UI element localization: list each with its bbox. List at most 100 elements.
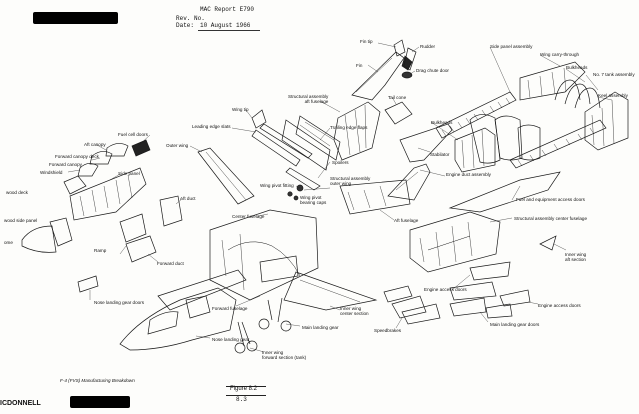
main-landing-gear-drawing	[258, 297, 292, 332]
label-keel-assembly: Keel assembly	[598, 93, 628, 98]
label-side-panel-assembly: Side panel assembly	[490, 44, 533, 49]
date-underline	[198, 30, 260, 31]
date-value: 10 August 1966	[200, 22, 251, 29]
aft-fuselage-drawing	[339, 179, 411, 215]
label-leading-edge-slats: Leading edge slats	[192, 124, 231, 129]
label-fuel-cell-doors: Fuel cell doors	[118, 132, 148, 137]
label-aft-duct: Aft duct	[180, 196, 196, 201]
wing-carry-through-drawing	[519, 61, 586, 101]
label-engine-access-doors-1: Engine access doors	[424, 287, 467, 292]
label-fin-tip: Fin tip	[360, 39, 373, 44]
label-speedbrakes: Speedbrakes	[374, 328, 402, 333]
label-aft-fuselage: Aft fuselage	[394, 218, 419, 223]
figure-number: Figure 8.2	[230, 386, 258, 392]
label-wing-carry-through: Wing carry-through	[540, 52, 580, 57]
label-center-fuselage: Center fuselage	[232, 214, 265, 219]
wood-side-panel-drawing	[49, 217, 73, 247]
redaction-mark-header	[33, 12, 118, 24]
rev-label: Rev. No.	[176, 15, 205, 22]
label-windshield: Windshield	[40, 170, 63, 175]
engine-duct-drawing	[387, 163, 431, 201]
label-nose-landing-gear: Nose landing gear	[212, 337, 250, 342]
label-side-panel: Side panel	[118, 171, 140, 176]
forward-fuselage-drawing	[119, 287, 237, 351]
forward-duct-drawing	[125, 235, 157, 263]
company-name-fragment: ICDONNELL	[0, 400, 41, 407]
inner-wing-center-drawing	[283, 271, 378, 311]
aft-fuselage-structure-drawing	[333, 101, 381, 161]
drag-chute-door-drawing	[401, 71, 413, 79]
label-fin: Fin	[356, 63, 363, 68]
label-engine-access-doors-2: Engine access doors	[538, 303, 581, 308]
leader-lines	[67, 42, 613, 353]
figure-caption: F-4 (FVS) Manufacturing Breakdown	[60, 378, 135, 383]
redaction-mark-footer	[70, 396, 130, 408]
label-struct-center-fuselage: Structural assembly center fuselage	[514, 216, 588, 221]
spoilers-drawing	[285, 167, 321, 191]
nose-radome-drawing	[21, 225, 57, 253]
label-no7-tank: No. 7 tank assembly	[593, 72, 635, 77]
tail-cone-drawing	[384, 101, 413, 125]
inner-wing-forward-drawing	[157, 269, 247, 311]
bulkheads-mid-drawing	[454, 114, 541, 173]
page-number: 8.3	[236, 396, 247, 403]
label-wing-pivot-bearing-caps: Wing pivot bearing caps	[300, 195, 327, 205]
label-rudder: Rudder	[420, 44, 436, 49]
wing-tip-drawing	[251, 109, 267, 129]
report-number: MAC Report E790	[200, 6, 255, 13]
ramp-drawing	[119, 213, 147, 243]
label-nose-landing-gear-doors: Nose landing gear doors	[94, 300, 145, 305]
figure-number-box	[226, 386, 266, 396]
main-landing-gear-doors-drawing	[449, 297, 513, 319]
label-main-landing-gear: Main landing gear	[302, 325, 339, 330]
label-wood-side-panel: wood side panel	[4, 218, 38, 223]
nose-landing-gear-drawing	[234, 321, 258, 354]
canopy-drawing	[63, 139, 151, 195]
label-aft-canopy: Aft canopy	[84, 142, 106, 147]
label-struct-outer-wing: Structural assembly outer wing	[330, 176, 371, 186]
outer-wing-drawing	[197, 147, 255, 205]
label-wood-deck: wood deck	[6, 190, 28, 195]
date-label: Date:	[176, 22, 195, 29]
label-ome: ome	[4, 240, 13, 245]
label-main-landing-gear-doors: Main landing gear doors	[490, 322, 540, 327]
label-ramp: Ramp	[94, 248, 107, 253]
center-fuselage-drawing	[209, 209, 319, 301]
trailing-edge-flaps-drawing	[281, 115, 341, 171]
aft-duct-drawing	[159, 195, 183, 227]
label-inner-wing-center: Inner wing center section	[340, 306, 369, 316]
label-forward-canopy-deck: Forward canopy deck	[55, 154, 99, 159]
inner-wing-aft-drawing	[539, 235, 557, 251]
label-forward-duct: Forward duct	[157, 261, 184, 266]
label-struct-aft-fuselage: Structural assembly aft fuselage	[288, 94, 329, 104]
engine-access-doors-drawing	[449, 261, 531, 307]
stabilator-drawing	[399, 123, 453, 163]
keel-assembly-drawing	[584, 91, 629, 151]
label-inner-wing-forward: Inner wing forward section (tank)	[262, 350, 307, 360]
label-spoilers: Spoilers	[332, 160, 349, 165]
bulkheads-top-drawing	[554, 79, 601, 109]
rudder-drawing	[403, 47, 417, 71]
label-bulkheads-mid: Bulkheads	[431, 120, 453, 125]
speedbrakes-drawing	[383, 285, 441, 325]
side-panel-drawing	[69, 167, 147, 221]
side-panel-assembly-drawing	[435, 91, 517, 139]
label-tail-cone: Tail cone	[388, 95, 407, 100]
label-outer-wing: Outer wing	[166, 143, 189, 148]
label-inner-wing-aft: Inner wing aft section	[565, 252, 587, 262]
label-wing-pivot-fitting: Wing pivot fitting	[260, 183, 294, 188]
fuel-equipment-doors-drawing	[448, 171, 561, 213]
label-fuel-equipment-doors: Fuel and equipment access doors	[516, 197, 585, 202]
label-forward-canopy: Forward canopy	[49, 162, 82, 167]
label-stabilator: Stabilator	[430, 152, 450, 157]
label-trailing-edge-flaps: Trailing edge flaps	[330, 125, 368, 130]
wing-pivot-bearing-caps-drawing	[287, 191, 293, 197]
label-engine-duct-assembly: Engine duct assembly	[446, 172, 491, 177]
label-drag-chute-door: Drag chute door	[416, 68, 449, 73]
label-bulkheads-top: Bulkheads	[566, 65, 588, 70]
label-wing-tip: Wing tip	[232, 107, 249, 112]
duct-structure-drawing	[509, 119, 607, 169]
fin-drawing	[351, 39, 413, 101]
